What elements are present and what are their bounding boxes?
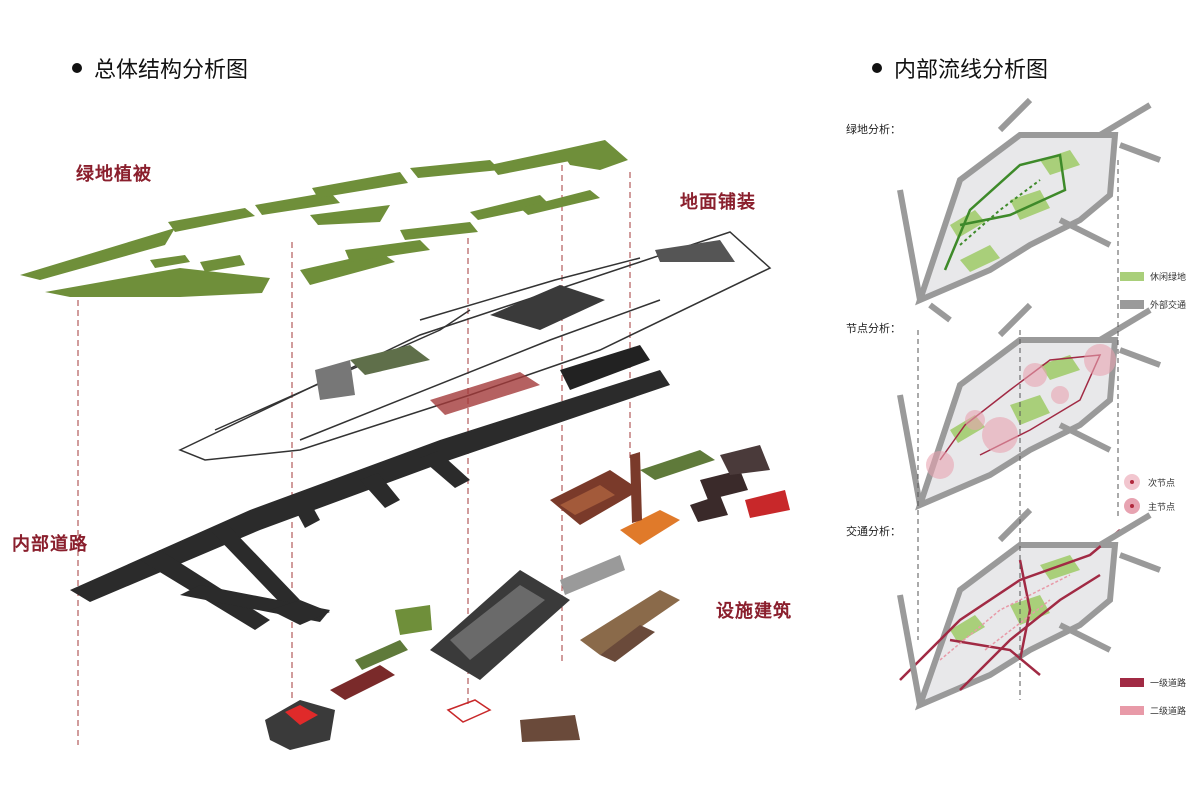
- legend-secondary-road: 二级道路: [1120, 704, 1186, 717]
- green-analysis-map: [897, 97, 1162, 323]
- paving-layer-label: 地面铺装: [680, 192, 756, 213]
- legend-leisure-green: 休闲绿地: [1120, 270, 1186, 283]
- left-panel-title: 总体结构分析图: [72, 52, 248, 84]
- gray-swatch-icon: [1120, 300, 1144, 309]
- bullet-icon: [72, 63, 82, 73]
- legend-external-traffic: 外部交通: [1120, 298, 1186, 311]
- node-analysis-label: 节点分析：: [846, 322, 901, 335]
- right-panel-title: 内部流线分析图: [872, 52, 1048, 84]
- minor-node-icon: [1124, 474, 1140, 490]
- traffic-analysis-map: [897, 507, 1162, 711]
- paving-layer: [178, 231, 772, 461]
- legend-minor-node: 次节点: [1124, 474, 1175, 490]
- buildings-layer: [265, 445, 790, 750]
- legend-major-node: 主节点: [1124, 498, 1175, 514]
- traffic-analysis-label: 交通分析：: [846, 525, 901, 538]
- bullet-icon: [872, 63, 882, 73]
- node-analysis-map: [897, 302, 1162, 511]
- green-analysis-label: 绿地分析：: [846, 123, 901, 136]
- green-layer: [20, 140, 628, 297]
- primary-road-swatch-icon: [1120, 678, 1144, 687]
- green-layer-label: 绿地植被: [76, 164, 152, 185]
- roads-layer-label: 内部道路: [12, 534, 88, 555]
- green-swatch-icon: [1120, 272, 1144, 281]
- paving-fills: [315, 240, 735, 415]
- legend-primary-road: 一级道路: [1120, 676, 1186, 689]
- roads-layer: [70, 370, 670, 630]
- major-node-icon: [1124, 498, 1140, 514]
- buildings-layer-label: 设施建筑: [716, 601, 792, 622]
- secondary-road-swatch-icon: [1120, 706, 1144, 715]
